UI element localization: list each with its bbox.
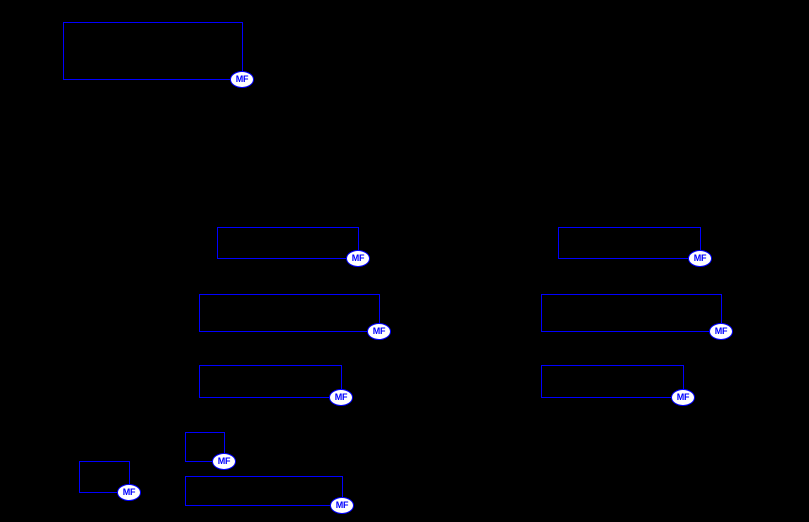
annotation-region[interactable]: MF	[79, 461, 141, 501]
mf-badge-icon[interactable]: MF	[330, 497, 354, 514]
annotation-region[interactable]: MF	[541, 294, 733, 340]
mf-badge-icon[interactable]: MF	[230, 71, 254, 88]
annotation-region[interactable]: MF	[185, 432, 236, 470]
annotation-region[interactable]: MF	[558, 227, 712, 267]
mf-badge-icon[interactable]: MF	[367, 323, 391, 340]
annotation-region[interactable]: MF	[199, 365, 353, 406]
mf-badge-icon[interactable]: MF	[212, 453, 236, 470]
annotation-region[interactable]: MF	[63, 22, 254, 88]
annotation-region[interactable]: MF	[541, 365, 695, 406]
annotation-region[interactable]: MF	[217, 227, 370, 267]
mf-badge-icon[interactable]: MF	[709, 323, 733, 340]
mf-badge-icon[interactable]: MF	[117, 484, 141, 501]
annotation-region[interactable]: MF	[185, 476, 354, 514]
mf-badge-icon[interactable]: MF	[688, 250, 712, 267]
mf-badge-icon[interactable]: MF	[346, 250, 370, 267]
mf-badge-icon[interactable]: MF	[329, 389, 353, 406]
mf-badge-icon[interactable]: MF	[671, 389, 695, 406]
annotation-region[interactable]: MF	[199, 294, 391, 340]
